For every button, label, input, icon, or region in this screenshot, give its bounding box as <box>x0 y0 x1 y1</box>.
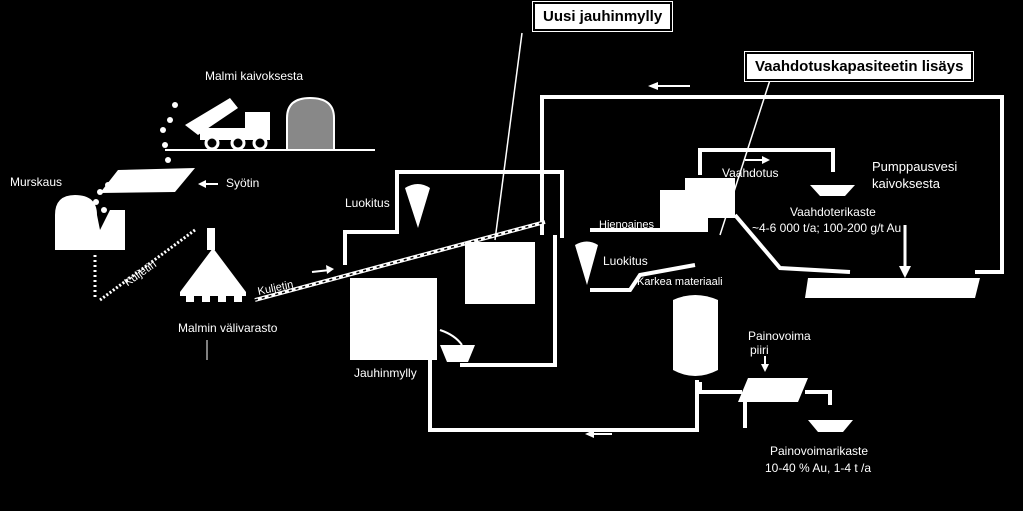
classification-2-label: Luokitus <box>603 254 648 268</box>
ore-storage-label: Malmin välivarasto <box>178 321 278 335</box>
flotation-label: Vaahdotus <box>722 166 779 180</box>
tailings-pond-icon <box>805 278 980 298</box>
classifier-1-icon <box>405 184 430 228</box>
pumping-water-label-2: kaivoksesta <box>872 176 940 191</box>
gravity-separator-icon <box>673 295 718 376</box>
gravity-concentrate-label: Painovoimarikaste <box>770 444 869 458</box>
flotation-capacity-pointer <box>719 79 771 236</box>
flotation-tail-pipe <box>733 213 851 274</box>
crushing-label: Murskaus <box>10 175 63 189</box>
gravity-concentrate-icon <box>808 420 853 432</box>
sump-feed <box>439 329 463 346</box>
coarse-pipe <box>590 263 696 292</box>
flow-arrows <box>585 82 770 438</box>
conveyor-2 <box>254 220 546 302</box>
mill-outlet-pipe <box>460 235 557 367</box>
conveyor-1 <box>93 228 215 302</box>
flotation-cells-icon <box>660 178 735 232</box>
coarse-material-label: Karkea materiaali <box>637 276 723 288</box>
new-mill-callout: Uusi jauhinmylly <box>531 1 674 32</box>
new-mill-pointer <box>494 32 523 241</box>
feeder-icon <box>100 168 195 193</box>
mine-tunnel-icon <box>286 96 335 151</box>
gravity-arrowhead <box>761 364 769 372</box>
ore-particles <box>93 182 111 213</box>
top-return-pipe <box>540 95 1004 274</box>
feeder-label: Syötin <box>226 176 260 190</box>
truck-icon <box>160 98 270 163</box>
pipe-network <box>343 95 1004 432</box>
conveyor-arrowhead <box>326 265 334 274</box>
flotation-concentrate-label: Vaahdoterikaste <box>790 205 876 219</box>
grinding-mill-label: Jauhinmylly <box>354 366 417 380</box>
pumping-water-arrowhead <box>899 266 911 278</box>
classifier-2-icon <box>575 241 598 285</box>
feeder-arrowhead <box>198 180 206 188</box>
new-grinding-mill-icon <box>465 242 535 304</box>
sump-icon <box>440 345 475 362</box>
shaking-table-icon <box>738 378 808 402</box>
pumping-water-label-1: Pumppausvesi <box>872 159 958 174</box>
classification-1-label: Luokitus <box>345 196 390 210</box>
grinding-mill-icon <box>350 278 437 360</box>
mill-to-classifier-pipe <box>343 170 564 265</box>
crusher-icon <box>55 195 125 250</box>
gravity-table-pipe <box>805 390 832 405</box>
bottom-return-pipe <box>428 360 699 432</box>
ore-storage-pile-icon <box>180 248 246 302</box>
flotation-concentrate-icon <box>810 185 855 196</box>
flotation-concentrate-amount: ~4-6 000 t/a; 100-200 g/t Au <box>752 221 902 235</box>
gravity-circuit-label-1: Painovoima <box>748 329 811 343</box>
gravity-pipe <box>698 382 742 394</box>
flotation-top-pipe <box>698 148 835 175</box>
flotation-capacity-callout: Vaahdotuskapasiteetin lisäys <box>743 51 975 82</box>
gravity-concentrate-amount: 10-40 % Au, 1-4 t /a <box>765 461 872 475</box>
gravity-circuit-label-2: piiri <box>750 343 769 357</box>
ore-from-mine-label: Malmi kaivoksesta <box>205 69 304 83</box>
fines-label: Hienoaines <box>599 219 655 231</box>
